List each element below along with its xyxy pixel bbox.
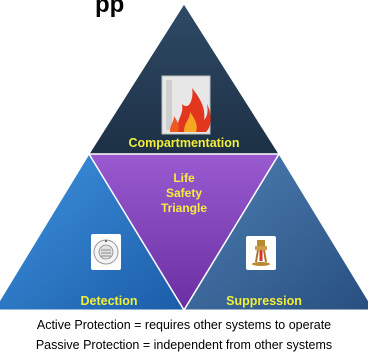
sprinkler-icon — [246, 236, 276, 270]
diagram-title-fragment: pp — [95, 0, 125, 18]
center-label-line-1: Life — [173, 171, 195, 185]
compartmentation-label: Compartmentation — [128, 136, 240, 150]
center-label-line-2: Safety — [165, 186, 203, 200]
center-label-line-3: Triangle — [160, 201, 207, 215]
detection-label: Detection — [80, 294, 138, 308]
suppression-label: Suppression — [226, 294, 302, 308]
passive-protection-caption: Passive Protection = independent from ot… — [35, 338, 333, 352]
smoke-detector-icon — [91, 234, 121, 270]
active-protection-caption: Active Protection = requires other syste… — [36, 318, 332, 332]
life-safety-center-section — [87, 153, 281, 312]
flame-building-icon — [161, 75, 211, 135]
